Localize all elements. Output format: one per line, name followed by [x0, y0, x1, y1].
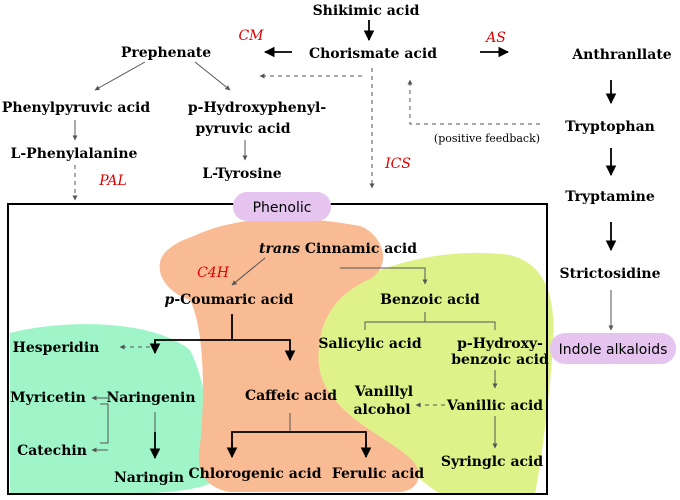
node-hesperidin: Hesperidin [13, 340, 100, 356]
node-salicylic-acid: Salicylic acid [318, 336, 421, 352]
feedback-arrow [407, 79, 540, 125]
node-l-tyrosine: L-Tyrosine [202, 166, 281, 182]
node-hydroxybenzoic-line2: benzoic acid [451, 352, 549, 368]
node-l-phenylalanine: L-Phenylalanine [11, 146, 138, 162]
coumaric-rest-part: -Coumaric acid [174, 292, 293, 308]
node-shikimic-acid: Shikimic acid [313, 3, 420, 19]
coumaric-italic-part: p [165, 292, 175, 308]
node-anthranilate: Anthranllate [571, 47, 671, 63]
arrow-coumaric-caffeic [231, 314, 296, 362]
arrow-prephenate-phenylpyruvic [94, 61, 146, 91]
node-ferulic-acid: Ferulic acid [332, 466, 425, 482]
node-chlorogenic-acid: Chlorogenic acid [189, 466, 322, 482]
node-tryptophan: Tryptophan [565, 119, 655, 135]
node-prephenate: Prephenate [121, 45, 211, 61]
node-phenylpyruvic-acid: Phenylpyruvic acid [2, 100, 150, 116]
enzyme-pal: PAL [98, 173, 127, 189]
node-vanillyl-line1: Vanillyl [354, 384, 413, 400]
node-trans-cinnamic-acid: trans Cinnamic acid [259, 241, 417, 257]
node-naringin: Naringin [114, 470, 184, 486]
node-catechin: Catechin [17, 443, 87, 459]
enzyme-cm: CM [238, 28, 264, 44]
node-hydroxyphenyl-line2: pyruvic acid [195, 121, 290, 137]
node-vanillyl-line2: alcohol [353, 402, 410, 418]
cinnamic-rest-part: Cinnamic acid [300, 241, 417, 257]
arrow-cinnamic-coumaric [231, 257, 266, 286]
green-region [10, 324, 215, 495]
phenolic-label: Phenolic [253, 200, 312, 216]
node-strictosidine: Strictosidine [560, 266, 661, 282]
indole-alkaloids-label: Indole alkaloids [559, 342, 668, 358]
arrow-cinnamic-benzoic [340, 267, 428, 285]
arrow-coumaric-naringenin [149, 339, 232, 355]
node-benzoic-acid: Benzoic acid [380, 292, 480, 308]
enzyme-ics: ICS [384, 156, 411, 172]
node-tryptamine: Tryptamine [565, 189, 655, 205]
node-myricetin: Myricetin [10, 390, 86, 406]
node-caffeic-acid: Caffeic acid [245, 388, 337, 404]
node-syringic-acid: Syringlc acid [441, 454, 544, 470]
naringenin-bracket [100, 403, 109, 444]
node-vanillic-acid: Vanillic acid [446, 398, 543, 414]
node-hydroxyphenyl-line1: p-Hydroxyphenyl- [188, 100, 326, 116]
node-chorismate-acid: Chorismate acid [309, 46, 437, 62]
node-naringenin: Naringenin [106, 390, 195, 406]
cinnamic-italic-part: trans [259, 241, 300, 257]
feedback-label: (positive feedback) [434, 132, 540, 145]
node-p-coumaric-acid: p-Coumaric acid [165, 292, 294, 308]
enzyme-as: AS [484, 30, 506, 46]
arrow-prephenate-hydroxyphenyl [194, 61, 231, 91]
indole-pill [550, 333, 676, 364]
phenolic-pill [233, 192, 331, 221]
node-hydroxybenzoic-line1: p-Hydroxy- [457, 336, 543, 352]
benzoic-split [364, 321, 496, 330]
enzyme-c4h: C4H [197, 265, 230, 281]
